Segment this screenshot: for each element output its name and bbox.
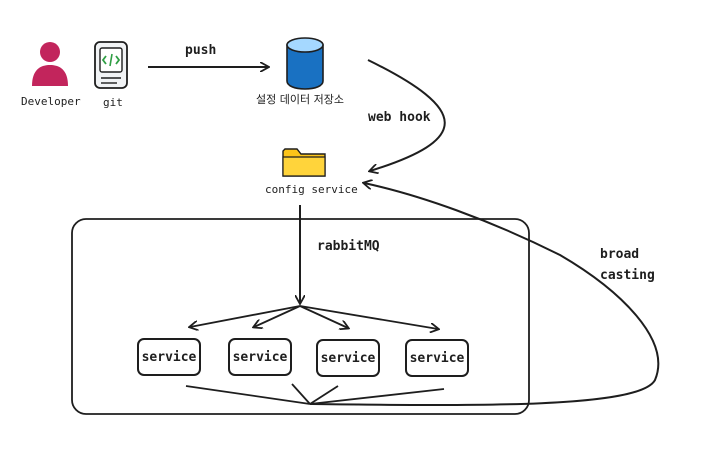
push-label: push — [185, 43, 217, 58]
rabbitmq-label: rabbitMQ — [317, 239, 380, 254]
folder-icon — [282, 148, 326, 177]
service-node-4: service — [405, 339, 469, 377]
user-icon — [32, 42, 68, 86]
config-repo-label: 설정 데이터 저장소 — [256, 93, 344, 106]
developer-label: Developer — [21, 95, 81, 108]
service-node-1: service — [137, 338, 201, 376]
service-node-3: service — [316, 339, 380, 377]
broadcasting-label-line2: casting — [600, 268, 655, 283]
broadcasting-arrow — [309, 183, 660, 407]
webhook-label: web hook — [368, 110, 431, 125]
fanout-arrow-3 — [299, 305, 348, 328]
config-service-label: config service — [265, 183, 358, 196]
fanout-arrow-2 — [254, 305, 301, 327]
code-file-icon — [94, 41, 128, 89]
fanout-arrow-4 — [299, 305, 438, 329]
service-node-2: service — [228, 338, 292, 376]
converge-line-1 — [185, 385, 311, 405]
fanout-arrow-1 — [190, 305, 301, 327]
converge-line-3 — [309, 385, 339, 405]
database-icon — [286, 37, 324, 90]
converge-line-2 — [291, 383, 311, 405]
converge-line-4 — [309, 388, 445, 405]
broadcasting-label-line1: broad — [600, 247, 640, 262]
webhook-arrow — [368, 59, 446, 171]
git-label: git — [103, 96, 123, 109]
